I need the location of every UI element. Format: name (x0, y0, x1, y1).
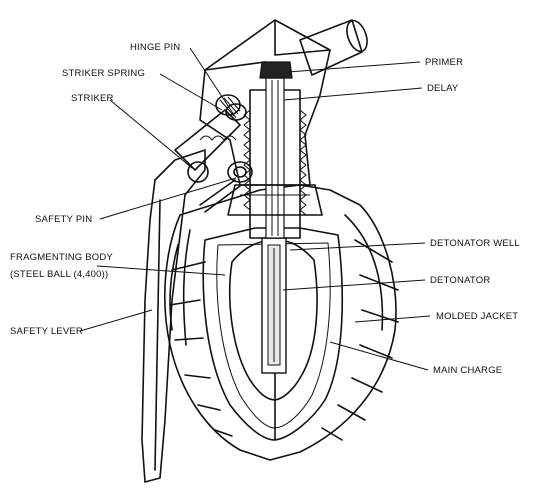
body-ribs-right (321, 214, 399, 441)
label-safety-pin: SAFETY PIN (35, 214, 92, 225)
safety-pin (199, 161, 253, 213)
grenade-drawing (141, 19, 399, 483)
label-hinge-pin: HINGE PIN (130, 42, 180, 53)
fuze-head (199, 19, 331, 186)
fragmenting-body (202, 227, 344, 441)
labels: HINGE PIN STRIKER SPRING STRIKER SAFETY … (10, 42, 520, 376)
label-fragmenting-body-line2: (STEEL BALL (4,400)) (10, 269, 108, 280)
grenade-body-outline (164, 184, 397, 461)
label-molded-jacket: MOLDED JACKET (436, 311, 518, 322)
delay-column (265, 77, 285, 239)
striker-arm (174, 109, 241, 171)
label-delay: DELAY (427, 83, 459, 94)
label-detonator: DETONATOR (430, 275, 490, 286)
primer (259, 61, 293, 79)
fuze-body (227, 77, 323, 239)
label-detonator-well: DETONATOR WELL (430, 238, 520, 249)
label-main-charge: MAIN CHARGE (433, 365, 502, 376)
label-safety-lever: SAFETY LEVER (10, 326, 83, 337)
leader-lines (79, 47, 431, 371)
label-primer: PRIMER (425, 57, 463, 68)
safety-lever (141, 149, 206, 483)
label-striker-spring: STRIKER SPRING (62, 68, 145, 79)
striker-spring (199, 135, 237, 141)
striker (187, 161, 209, 183)
pull-ring-stub (299, 19, 368, 76)
label-fragmenting-body-line1: FRAGMENTING BODY (10, 252, 113, 263)
label-striker: STRIKER (71, 93, 114, 104)
body-ribs-left (169, 229, 233, 437)
